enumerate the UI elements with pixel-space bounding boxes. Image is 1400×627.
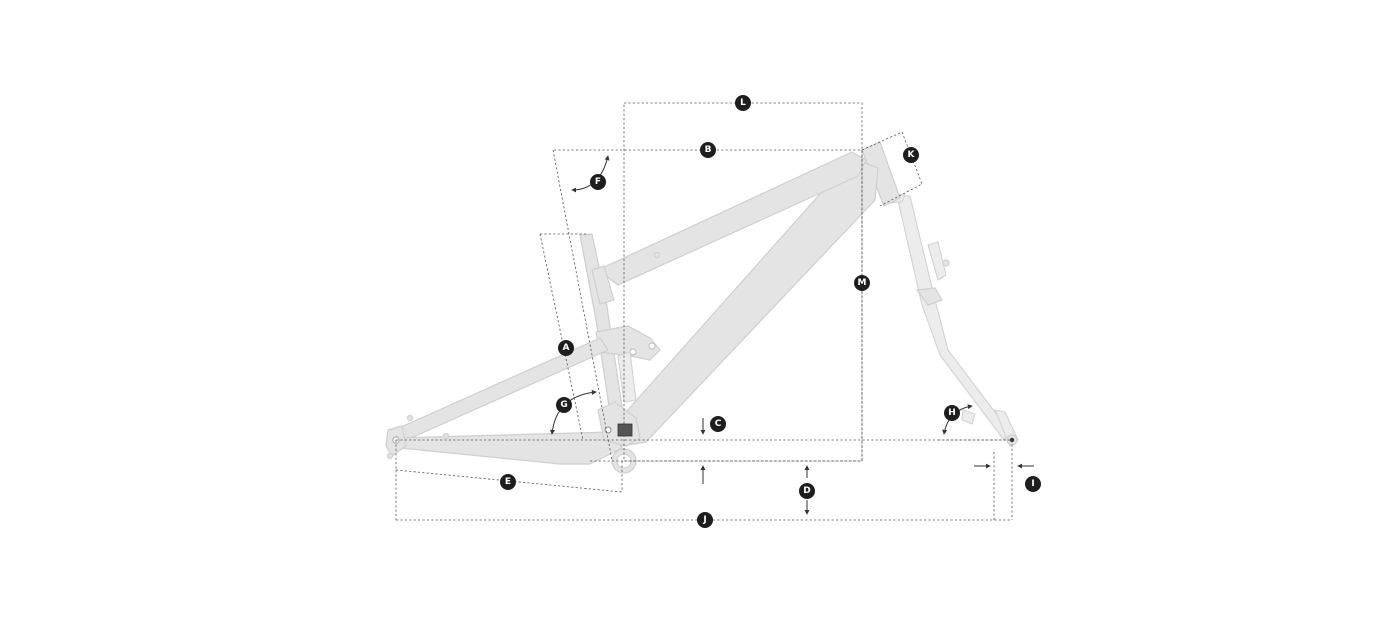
bottom-bracket-area bbox=[597, 401, 641, 474]
svg-text:K: K bbox=[908, 150, 916, 160]
badge-f: F bbox=[590, 174, 606, 190]
badge-b: B bbox=[700, 142, 716, 158]
dimension-badges: A B C D E F G H bbox=[500, 95, 1041, 528]
badge-e: E bbox=[500, 474, 516, 490]
badge-j: J bbox=[697, 512, 713, 528]
badge-m: M bbox=[854, 275, 870, 291]
svg-text:D: D bbox=[803, 486, 810, 496]
badge-a: A bbox=[558, 340, 574, 356]
rear-shock bbox=[617, 351, 637, 403]
badge-d: D bbox=[799, 483, 815, 499]
badge-c: C bbox=[710, 416, 726, 432]
svg-text:C: C bbox=[715, 419, 722, 429]
svg-text:H: H bbox=[948, 408, 956, 418]
badge-g: G bbox=[556, 397, 572, 413]
badge-h: H bbox=[944, 405, 960, 421]
seat-stay bbox=[389, 337, 609, 443]
svg-text:E: E bbox=[505, 477, 511, 487]
svg-text:I: I bbox=[1031, 479, 1034, 489]
svg-text:A: A bbox=[563, 343, 570, 353]
chain-stay bbox=[395, 431, 623, 465]
svg-text:B: B bbox=[705, 145, 712, 155]
badge-k: K bbox=[903, 147, 919, 163]
svg-text:J: J bbox=[702, 515, 706, 525]
svg-text:M: M bbox=[858, 278, 867, 288]
badge-i: I bbox=[1025, 476, 1041, 492]
dimension-e-line bbox=[395, 469, 623, 493]
down-tube bbox=[609, 157, 879, 447]
badge-l: L bbox=[735, 95, 751, 111]
dimension-lines bbox=[395, 102, 1013, 521]
svg-text:L: L bbox=[740, 98, 746, 108]
bike-frame-illustration bbox=[385, 141, 1019, 474]
dimension-g-arc bbox=[549, 389, 597, 435]
svg-text:G: G bbox=[560, 400, 567, 410]
svg-text:F: F bbox=[595, 177, 601, 187]
rocker-link bbox=[595, 325, 661, 361]
